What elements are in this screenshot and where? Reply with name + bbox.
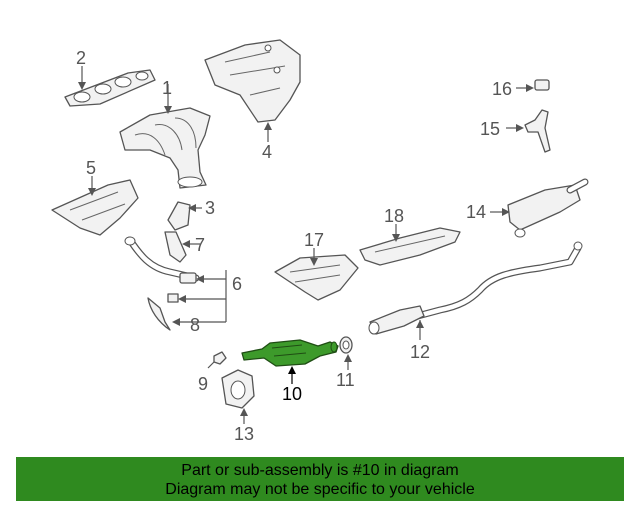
notice-line-2: Diagram may not be specific to your vehi…: [165, 481, 475, 498]
callout-18: 18: [384, 206, 404, 226]
part-17-heat-shield[interactable]: [274, 254, 359, 301]
callout-16: 16: [492, 79, 512, 99]
callout-17: 17: [304, 230, 324, 250]
callout-15: 15: [480, 119, 500, 139]
callout-13: 13: [234, 424, 254, 444]
callout-11: 11: [336, 370, 355, 390]
part-10-catalytic-converter[interactable]: [241, 339, 339, 367]
exhaust-parts-diagram: 2 1 4 5 3: [51, 39, 589, 444]
part-14-muffler[interactable]: [507, 178, 589, 238]
part-11-gasket[interactable]: [339, 336, 353, 354]
callout-1: 1: [162, 78, 172, 98]
part-1-exhaust-manifold[interactable]: [119, 107, 211, 189]
part-12-center-pipe[interactable]: [368, 241, 583, 335]
callout-9: 9: [198, 374, 208, 394]
part-6-clip[interactable]: [167, 293, 179, 303]
part-2-manifold-gasket[interactable]: [64, 69, 156, 107]
part-15-hanger-bracket[interactable]: [524, 109, 551, 153]
part-18-heat-shield[interactable]: [359, 227, 461, 266]
callout-3: 3: [205, 198, 215, 218]
callout-7: 7: [195, 235, 205, 255]
part-16-rubber-mount[interactable]: [534, 79, 550, 91]
callout-5: 5: [86, 158, 96, 178]
callout-8: 8: [190, 315, 200, 335]
part-3-bracket[interactable]: [167, 201, 191, 231]
notice-banner: Part or sub-assembly is #10 in diagram D…: [16, 457, 624, 501]
callout-4: 4: [262, 142, 272, 162]
callout-12: 12: [410, 342, 430, 362]
part-5-lower-shield[interactable]: [51, 179, 139, 236]
notice-line-1: Part or sub-assembly is #10 in diagram: [181, 462, 459, 479]
callout-14: 14: [466, 202, 486, 222]
callout-6: 6: [232, 274, 242, 294]
callout-2: 2: [76, 48, 86, 68]
part-7-gasket-upper[interactable]: [164, 231, 187, 263]
callout-10: 10: [282, 384, 302, 404]
part-13-hanger-ring[interactable]: [221, 369, 255, 409]
part-9-hanger[interactable]: [213, 351, 227, 365]
part-4-heat-shield[interactable]: [204, 39, 301, 123]
front-exhaust-pipe[interactable]: [124, 236, 200, 284]
part-8-gasket-lower[interactable]: [147, 297, 171, 331]
